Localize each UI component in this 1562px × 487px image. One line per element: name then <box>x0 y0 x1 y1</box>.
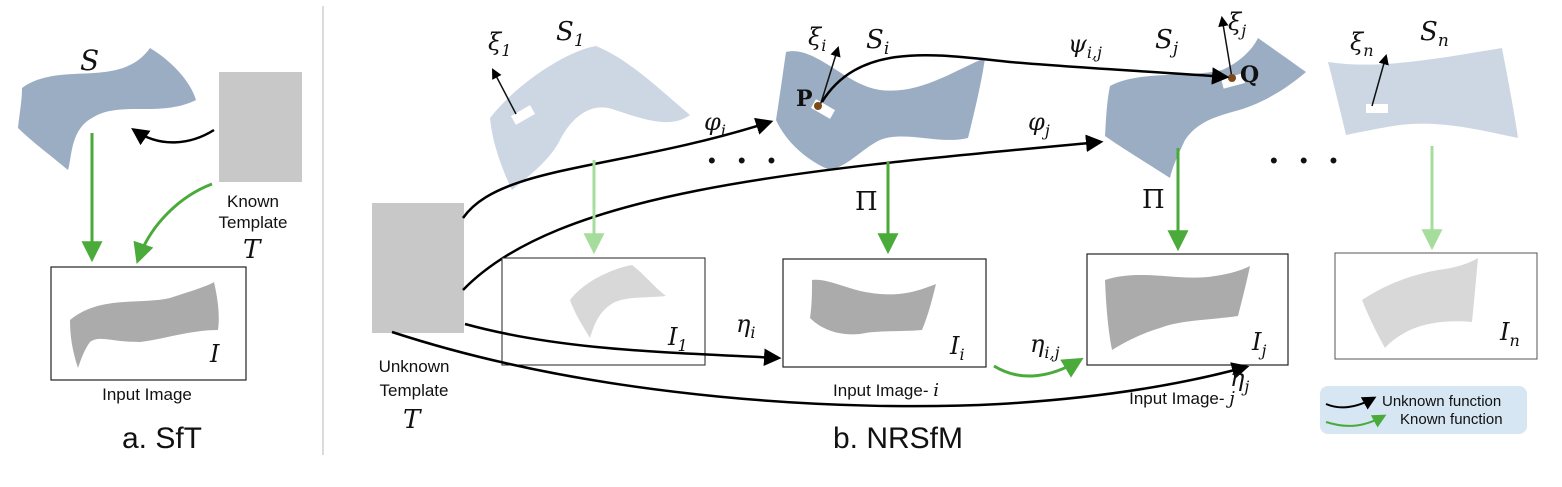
surface-sj <box>1105 38 1306 178</box>
point-q-marker <box>1228 74 1236 82</box>
image-in-shape <box>1362 258 1478 348</box>
image-ii-label: Ii <box>949 332 965 364</box>
legend: Unknown function Known function <box>1320 386 1527 434</box>
legend-known-arrow-icon <box>1325 414 1387 428</box>
arrow-phi-j <box>462 134 1104 291</box>
point-p-label: P <box>796 86 813 112</box>
point-p-marker <box>814 102 822 110</box>
image-ij-caption: Input Image- j <box>1129 388 1235 409</box>
legend-known-label: Known function <box>1400 411 1503 428</box>
surface-si-label: Si <box>866 25 889 59</box>
label-phi-j: φj <box>1028 108 1050 140</box>
label-eta-i: ηi <box>736 310 756 342</box>
image-i1-shape <box>570 265 666 338</box>
ellipsis-right: • • • <box>1270 148 1345 173</box>
sft-template-label-1: Known <box>227 192 279 211</box>
sft-arrow-template-to-image <box>133 182 213 264</box>
nrsfm-template-label-2: Template <box>380 381 449 400</box>
sft-image-symbol: I <box>209 340 220 368</box>
sft-arrow-template-to-surface <box>131 128 215 146</box>
surface-sn <box>1328 48 1518 138</box>
nrsfm-template <box>372 203 464 333</box>
surface-sn-xi: ξn <box>1350 28 1374 60</box>
image-in-label: In <box>1499 318 1520 350</box>
surface-sj-label: Sj <box>1155 25 1179 59</box>
arrow-phi-i <box>461 117 774 219</box>
image-ii-caption: Input Image- i <box>833 380 939 401</box>
sft-surface-label: S <box>80 44 99 77</box>
image-ij-label: Ij <box>1251 328 1266 360</box>
sft-template-label-2: Template <box>219 213 288 232</box>
sft-image-shape <box>70 282 219 368</box>
surface-si-normal <box>819 45 841 107</box>
label-eta-j: ηj <box>1230 364 1249 396</box>
nrsfm-template-label-1: Unknown <box>379 357 450 376</box>
surface-si-xi: ξi <box>808 23 826 55</box>
surface-sn-normal <box>1371 53 1389 107</box>
image-ii-shape <box>810 279 936 335</box>
sft-section-title: a. SfT <box>122 422 202 455</box>
sft-surface <box>18 48 196 170</box>
arrow-eta-i <box>464 322 782 367</box>
point-q-label: Q <box>1240 62 1259 88</box>
nrsfm-section-title: b. NRSfM <box>833 422 963 455</box>
ellipsis-left: • • • <box>708 148 783 173</box>
label-pi-i: Π <box>855 187 878 217</box>
nrsfm-panel: Unknown Template T ξ1 S1 P ξi Si Q ξj Sj… <box>372 8 1538 455</box>
surface-s1-label: S1 <box>556 17 585 51</box>
label-phi-i: φi <box>704 108 726 140</box>
arrow-eta-ij <box>993 357 1084 378</box>
nrsfm-template-symbol: T <box>403 405 422 435</box>
arrow-psi-ij <box>820 53 1230 103</box>
image-i1-label: I1 <box>667 323 688 355</box>
image-ij-shape <box>1105 266 1250 350</box>
legend-unknown-label: Unknown function <box>1382 393 1501 410</box>
surface-s1 <box>490 46 690 190</box>
label-psi-ij: ψi,j <box>1068 30 1102 62</box>
sft-template <box>219 72 302 182</box>
label-pi-j: Π <box>1142 185 1165 215</box>
sft-template-symbol: T <box>243 235 262 265</box>
sft-image-caption: Input Image <box>102 385 192 404</box>
surface-s1-xi: ξ1 <box>488 28 511 60</box>
surface-sn-label: Sn <box>1420 17 1449 51</box>
surface-s1-normal <box>492 68 517 115</box>
surface-sn-patch <box>1366 104 1388 113</box>
surface-s1-patch <box>510 105 536 125</box>
surface-sj-normal <box>1218 15 1233 79</box>
arrow-eta-j <box>391 330 1250 408</box>
surface-sj-xi: ξj <box>1228 8 1246 40</box>
legend-unknown-arrow-icon <box>1325 396 1377 410</box>
label-eta-ij: ηi,j <box>1030 330 1060 362</box>
sft-panel: S Known Template T I Input Image a. SfT <box>18 44 302 455</box>
